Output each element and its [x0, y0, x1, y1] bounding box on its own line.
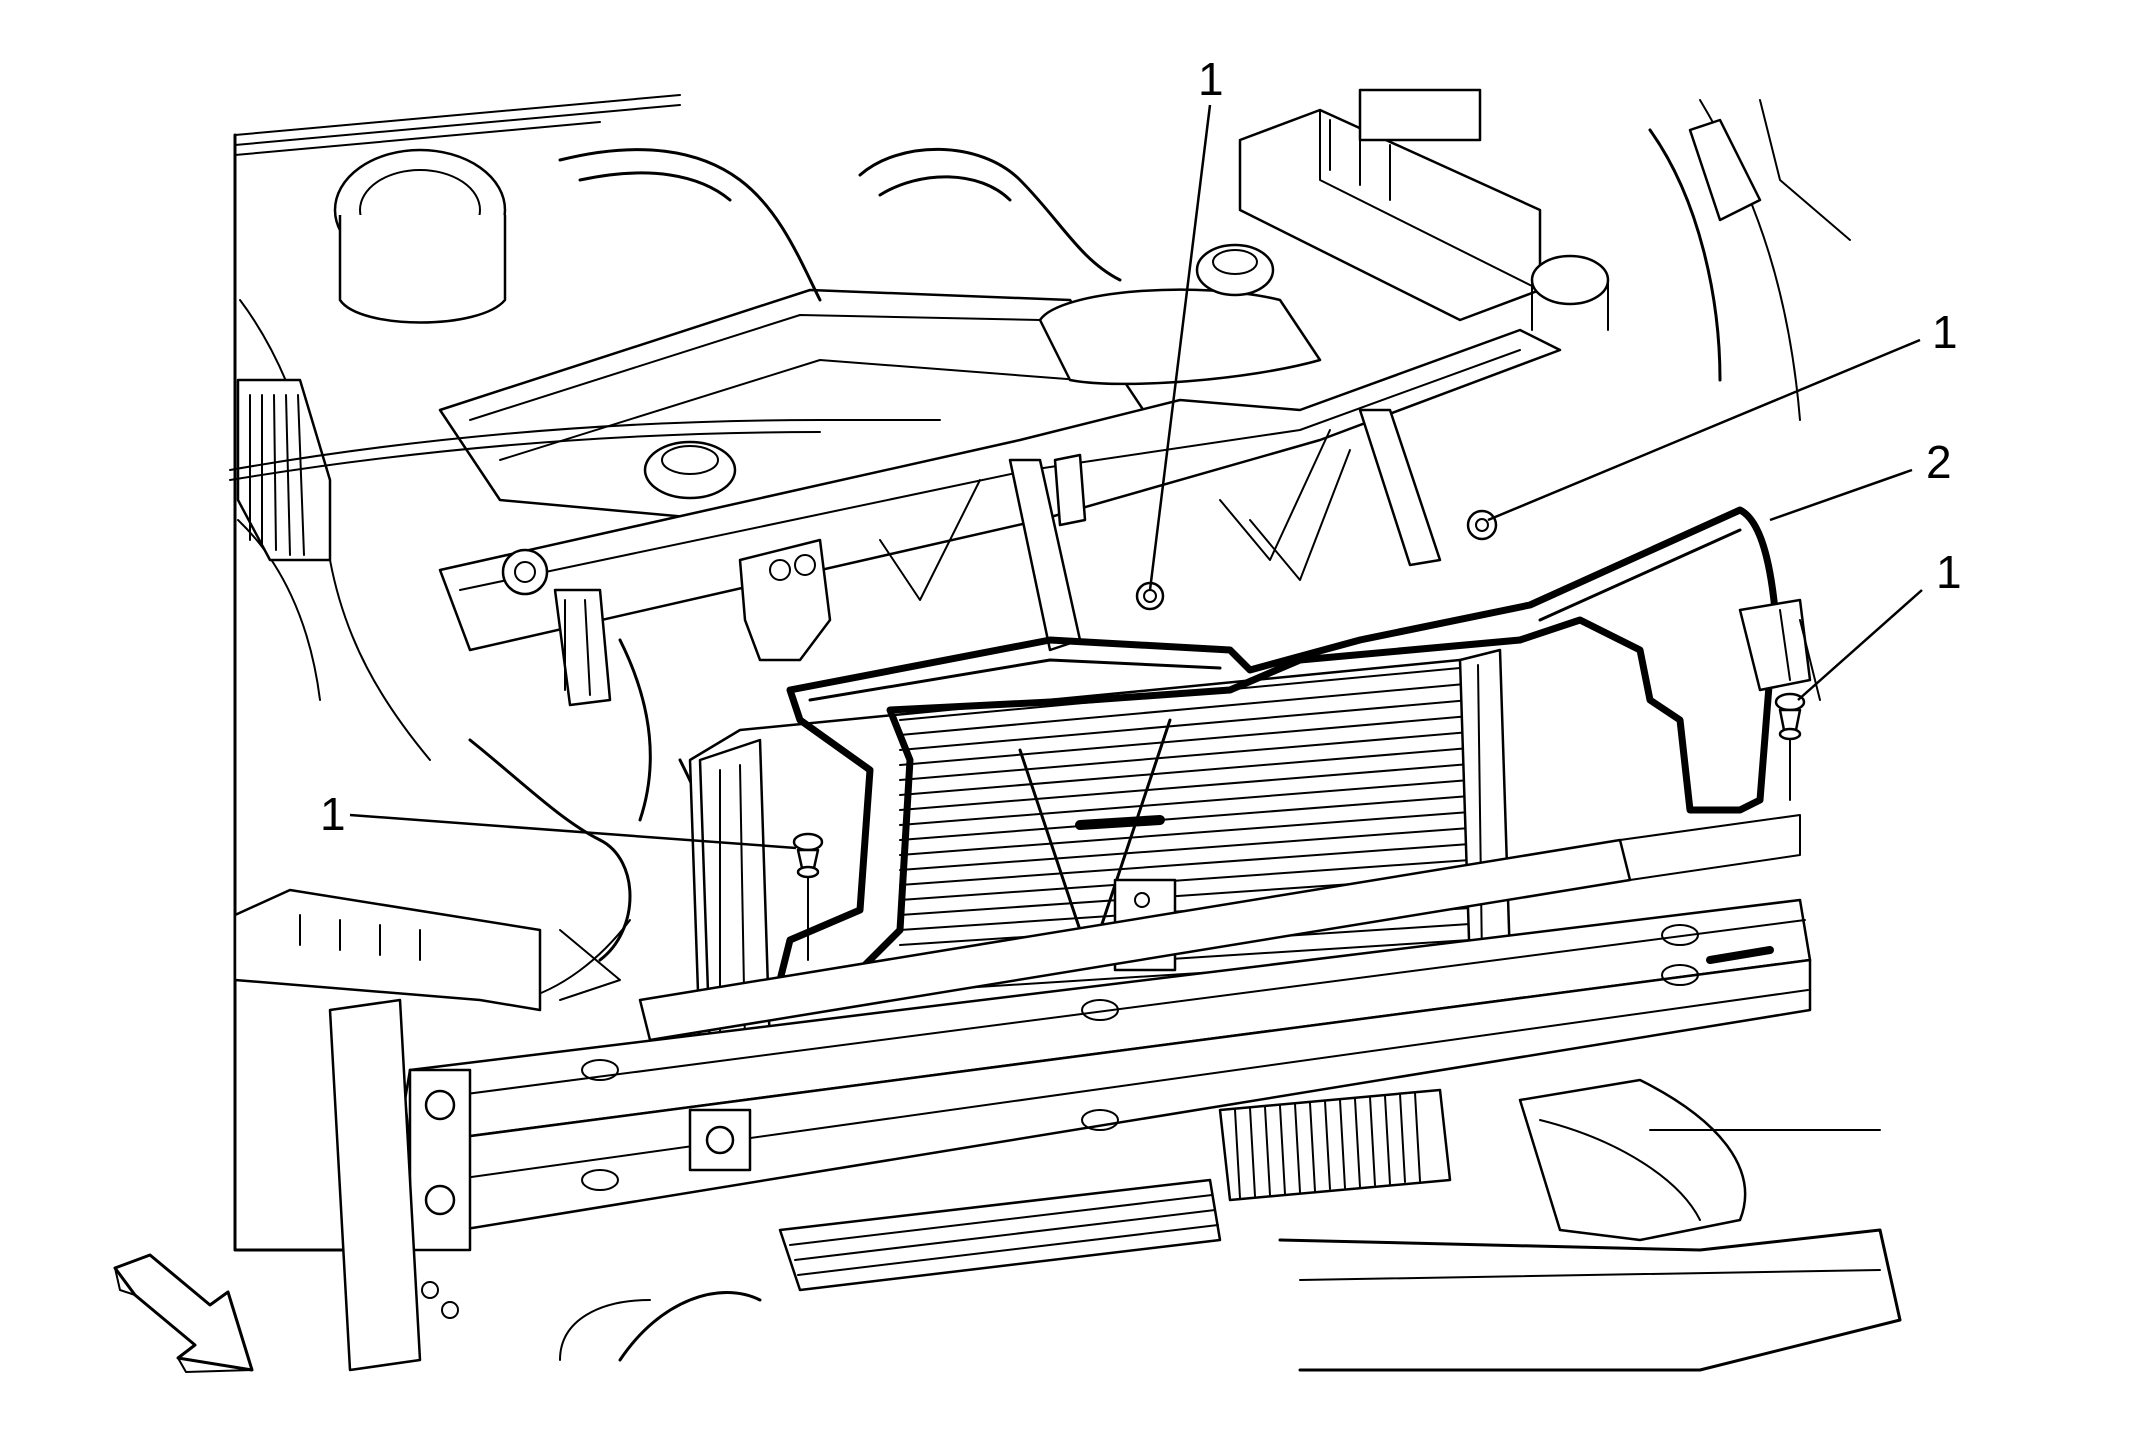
fasteners [792, 509, 1806, 961]
leader-callout-2 [1769, 468, 1913, 522]
bolt-upper-right [1466, 509, 1498, 541]
callout-label-1-left: 1 [320, 788, 346, 840]
leader-callout-1-right [1797, 589, 1923, 701]
callout-label-1-upper-right: 1 [1932, 306, 1958, 358]
vehicle-front-direction-arrow-icon [113, 1253, 254, 1373]
coolant-reservoir [1038, 243, 1322, 386]
lower-front-structure [233, 453, 1902, 1372]
callout-label-1-top: 1 [1198, 53, 1224, 105]
leader-callout-1-top [1148, 104, 1212, 591]
leader-callout-1-upper-right [1487, 338, 1921, 522]
bumper-impact-bar [403, 814, 1812, 1252]
brake-booster [333, 148, 507, 324]
callout-leaders [349, 104, 1923, 850]
callout-labels: 1 1 2 1 1 [320, 53, 1962, 840]
push-pin-left [792, 832, 824, 961]
callout-label-2: 2 [1926, 436, 1952, 488]
battery [1238, 88, 1542, 322]
callout-label-1-right: 1 [1936, 546, 1962, 598]
engine-bay-background [229, 88, 1851, 1252]
push-pin-right [1774, 692, 1806, 801]
leader-callout-1-left [349, 813, 797, 850]
lower-grille-fins [1234, 1092, 1421, 1199]
